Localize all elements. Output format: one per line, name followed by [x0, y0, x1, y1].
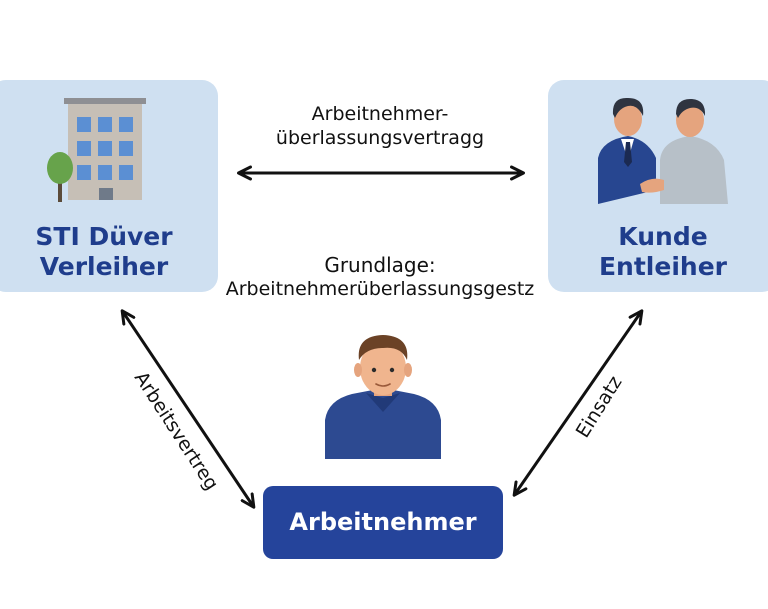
- entleiher-title-line1: Kunde: [618, 222, 708, 251]
- person-icon: [325, 335, 441, 459]
- arbeitsvertrag-arrow: [120, 309, 256, 509]
- contract-label: Arbeitnehmer- überlassungsvertragg: [230, 102, 530, 150]
- entleiher-box: Kunde Entleiher: [548, 80, 768, 292]
- legal-basis-label: Grundlage: Arbeitnehmerüberlassungsgestz: [210, 253, 550, 301]
- handshake-icon: [598, 97, 728, 204]
- entleiher-title-line2: Entleiher: [598, 252, 727, 281]
- contract-label-line2: überlassungsvertragg: [275, 127, 485, 149]
- arbeitnehmer-label: Arbeitnehmer: [289, 508, 477, 536]
- office-building-icon: [47, 98, 146, 202]
- verleiher-title-line1: STI Düver: [35, 222, 173, 251]
- verleiher-title-line2: Verleiher: [39, 252, 169, 281]
- entleiher-title: Kunde Entleiher: [548, 222, 768, 282]
- verleiher-title: STI Düver Verleiher: [0, 222, 218, 282]
- legal-basis-title: Grundlage:: [324, 253, 436, 277]
- contract-label-line1: Arbeitnehmer-: [311, 103, 449, 125]
- arbeitnehmer-box: Arbeitnehmer: [263, 486, 503, 559]
- einsatz-arrow: [512, 309, 644, 497]
- legal-basis-law: Arbeitnehmerüberlassungsgestz: [225, 278, 535, 300]
